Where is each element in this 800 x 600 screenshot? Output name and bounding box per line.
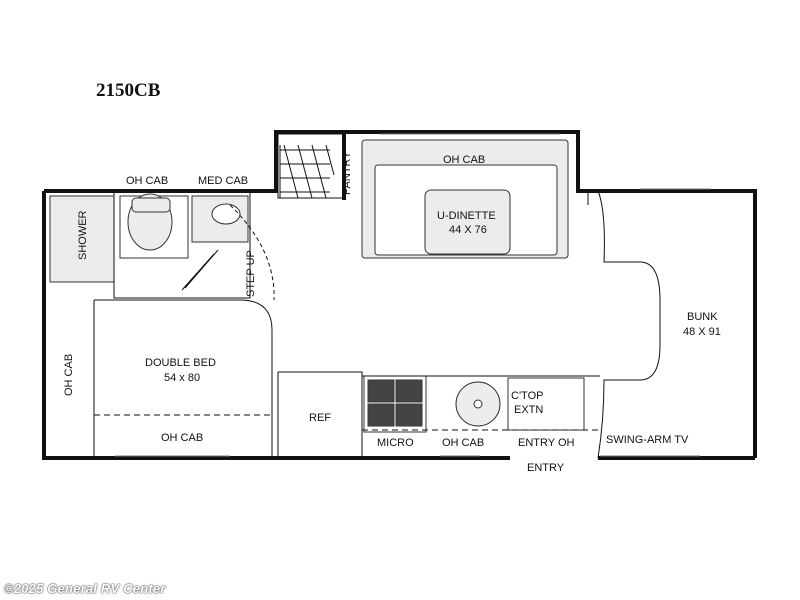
oh-cab-left-label: OH CAB [63, 354, 75, 396]
bunk-area [587, 190, 661, 459]
u-dinette-size-label: 44 X 76 [449, 224, 487, 236]
swing-arm-tv-label: SWING-ARM TV [606, 434, 689, 446]
ctop-label: C'TOP [511, 390, 543, 402]
dinette [361, 139, 569, 259]
extn-label: EXTN [514, 404, 543, 416]
entry-label: ENTRY [527, 462, 565, 474]
bedroom [93, 204, 275, 458]
shower-label: SHOWER [77, 210, 89, 260]
entry-oh-label: ENTRY OH [518, 437, 574, 449]
step-up-label: STEP UP [245, 250, 257, 297]
bunk-label: BUNK [687, 311, 718, 323]
u-dinette-label: U-DINETTE [437, 210, 496, 222]
dinette-oh-cab-label: OH CAB [443, 154, 485, 166]
model-title: 2150CB [96, 80, 161, 101]
watermark: ©2025 General RV Center [4, 581, 166, 596]
galley [277, 371, 600, 458]
micro-label: MICRO [377, 437, 414, 449]
ref-label: REF [309, 412, 331, 424]
bathroom [49, 191, 251, 299]
bunk-size-label: 48 X 91 [683, 326, 721, 338]
pantry-label: PANTRY [341, 151, 353, 195]
windows [115, 133, 710, 457]
double-bed-label: DOUBLE BED [145, 357, 216, 369]
double-bed-size-label: 54 x 80 [164, 372, 200, 384]
med-cab-label: MED CAB [198, 175, 248, 187]
oh-cab-galley-label: OH CAB [442, 437, 484, 449]
oh-cab-bottom-label: OH CAB [161, 432, 203, 444]
oh-cab-top-label: OH CAB [126, 175, 168, 187]
outer-walls [42, 130, 757, 460]
pantry-shelves [277, 133, 345, 199]
